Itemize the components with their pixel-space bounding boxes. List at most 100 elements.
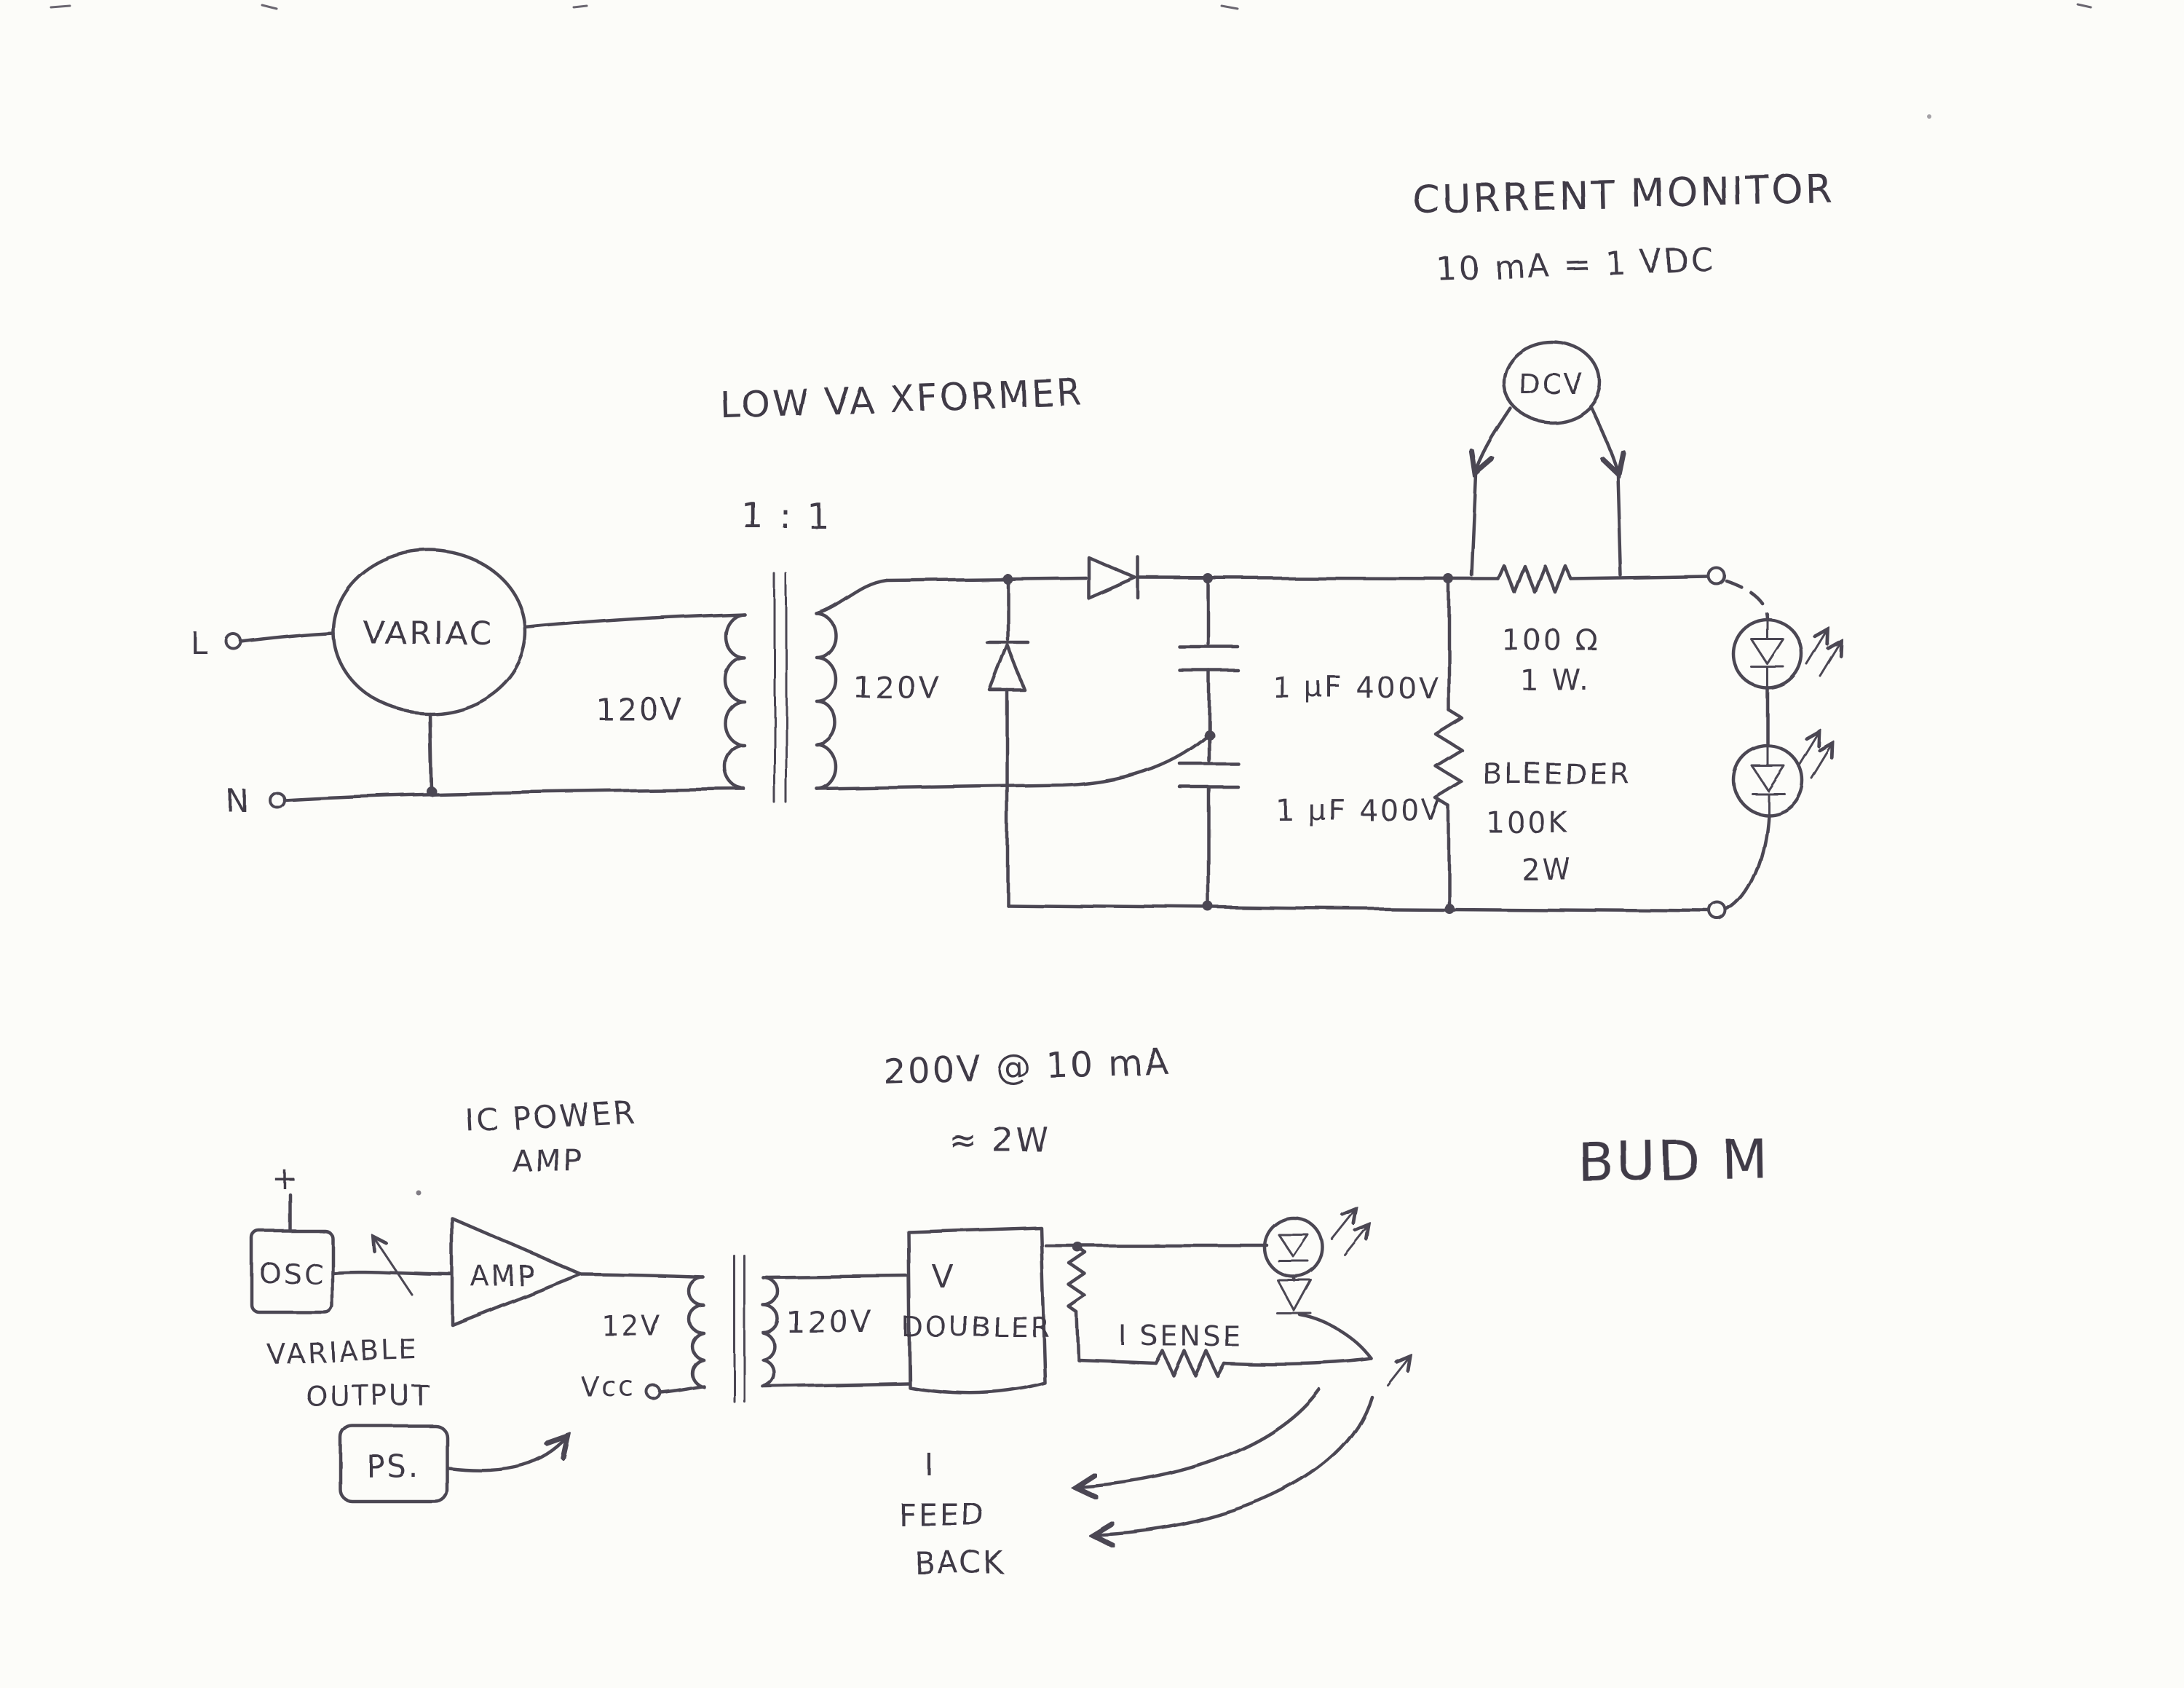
bleeder-label-3: 2W [1522,853,1573,887]
scan-speck [50,4,71,9]
ps-block: PS. [339,1424,566,1504]
doubler-label-1: V [931,1258,955,1295]
output-spec-2: ≈ 2W [949,1121,1051,1160]
sense-resistor [1496,564,1573,594]
amplifier-block: AMP 12V Vcc [451,1217,705,1403]
wire-amp-to-transformer [579,1272,705,1279]
load-rail-bottom-2 [1222,1357,1374,1366]
scan-artifacts [50,3,2092,1196]
meter-lead-left-2 [1470,473,1479,577]
scan-speck [2076,3,2092,9]
supply-voltage-label: 12V [601,1310,662,1342]
load-resistor-lead [1075,1311,1081,1362]
secondary-voltage-label: 120V [786,1304,874,1340]
osc-note-1: VARIABLE [267,1333,420,1370]
load-rail-bottom-1 [1077,1358,1158,1365]
top-circuit: CURRENT MONITOR 10 mA = 1 VDC LOW VA XFO… [191,165,1840,920]
light-arrow [1810,744,1832,779]
doubler-label-2: DOUBLER [902,1312,1052,1344]
wire-neutral [282,787,746,802]
feedback-label-2: FEED [898,1496,986,1532]
light-arrow [1819,642,1840,677]
amp-title-2: AMP [511,1143,583,1178]
bleeder-label-1: BLEEDER [1482,757,1631,791]
neutral-terminal [268,791,285,808]
current-feedback: I FEED BACK [898,1387,1374,1580]
meter-lead-left [1476,407,1514,472]
feedback-wire-2 [1095,1395,1374,1535]
ps-arrow [446,1437,566,1472]
supply-rail-label: Vcc [581,1371,637,1403]
meter-label: DCV [1519,368,1586,401]
scan-speck [1220,4,1239,10]
rectifier-doubler: 100 Ω 1 W. 1 μF 400V 1 μF 400V BLEEDER 1… [815,556,1712,913]
series-diode-triangle [1087,556,1138,601]
primary-coil [687,1275,705,1389]
cap1-label: 1 μF 400V [1273,671,1440,705]
variac-label: VARIAC [363,615,494,652]
isolation-transformer: 120V [723,572,941,804]
wire-secondary-top [815,578,889,616]
sense-resistor-value: 100 Ω [1501,623,1599,657]
scan-speck [261,4,278,10]
output-spec-1: 200V @ 10 mA [882,1041,1171,1092]
wire-osc-to-amp [330,1270,454,1277]
dcv-meter: DCV [1470,340,1623,577]
stack-diode-1-body [1262,1216,1325,1279]
current-monitor-scale: 10 mA = 1 VDC [1436,241,1716,288]
scan-speck [572,4,588,9]
neutral-terminal-label: N [226,783,250,819]
wire-diode2-to-terminal [1725,812,1770,912]
stack-diode-2-triangle [1276,1279,1313,1312]
dashed-link [1725,579,1770,622]
top-rail-seg2 [1136,576,1500,581]
scan-speck [416,1190,422,1196]
output-terminal-negative [1709,902,1728,920]
wire-secondary-bottom [815,733,1209,791]
osc-plus-label: + [272,1160,299,1196]
scan-speck [1927,114,1931,119]
transformer-title: LOW VA XFORMER [719,371,1085,426]
light-arrow [1386,1357,1409,1387]
signature: BUD M [1578,1129,1771,1195]
ps-label: PS. [366,1448,420,1484]
secondary-voltage-label: 120V [853,669,941,705]
feedback-label-3: BACK [914,1545,1005,1580]
diode-triangle [1750,638,1785,666]
primary-voltage-label: 120V [596,691,684,727]
sense-label: I SENSE [1120,1320,1243,1352]
cap2-label: 1 μF 400V [1275,794,1443,827]
line-terminal [226,634,243,651]
secondary-coil [761,1275,780,1389]
line-terminal-label: L [191,626,210,661]
shunt-diode-triangle [988,643,1027,693]
wire-variac-to-primary [523,612,746,630]
variac-tap-wire [427,711,433,793]
wire-secondary-bottom [761,1381,911,1389]
ps-box [339,1424,449,1504]
top-rail-seg3 [1569,575,1710,581]
wire-l-to-variac [240,631,336,644]
osc-note-2: OUTPUT [306,1380,432,1412]
diode-triangle [1278,1234,1310,1258]
bottom-circuit: 200V @ 10 mA ≈ 2W IC POWER AMP BUD M + O… [250,1041,1771,1580]
primary-coil [723,612,746,791]
wire-secondary-top [761,1274,909,1279]
meter-lead-right-2 [1615,473,1623,577]
feedback-label-1: I [925,1447,935,1483]
load-resistor [1067,1245,1088,1315]
sense-resistor-power: 1 W. [1520,664,1591,698]
junction-dot [1203,902,1214,912]
bleeder-resistor [1433,708,1464,808]
bleeder-label-2: 100K [1487,807,1570,840]
amp-triangle [451,1217,583,1328]
osc-label: OSC [259,1258,325,1290]
light-arrow [1797,733,1819,768]
diode-triangle [1750,764,1785,792]
current-sense-resistor [1154,1349,1226,1378]
oscillator-block: + OSC VARIABLE OUTPUT [250,1160,454,1412]
bottom-rail [1005,903,1712,913]
light-arrow [1344,1226,1369,1257]
